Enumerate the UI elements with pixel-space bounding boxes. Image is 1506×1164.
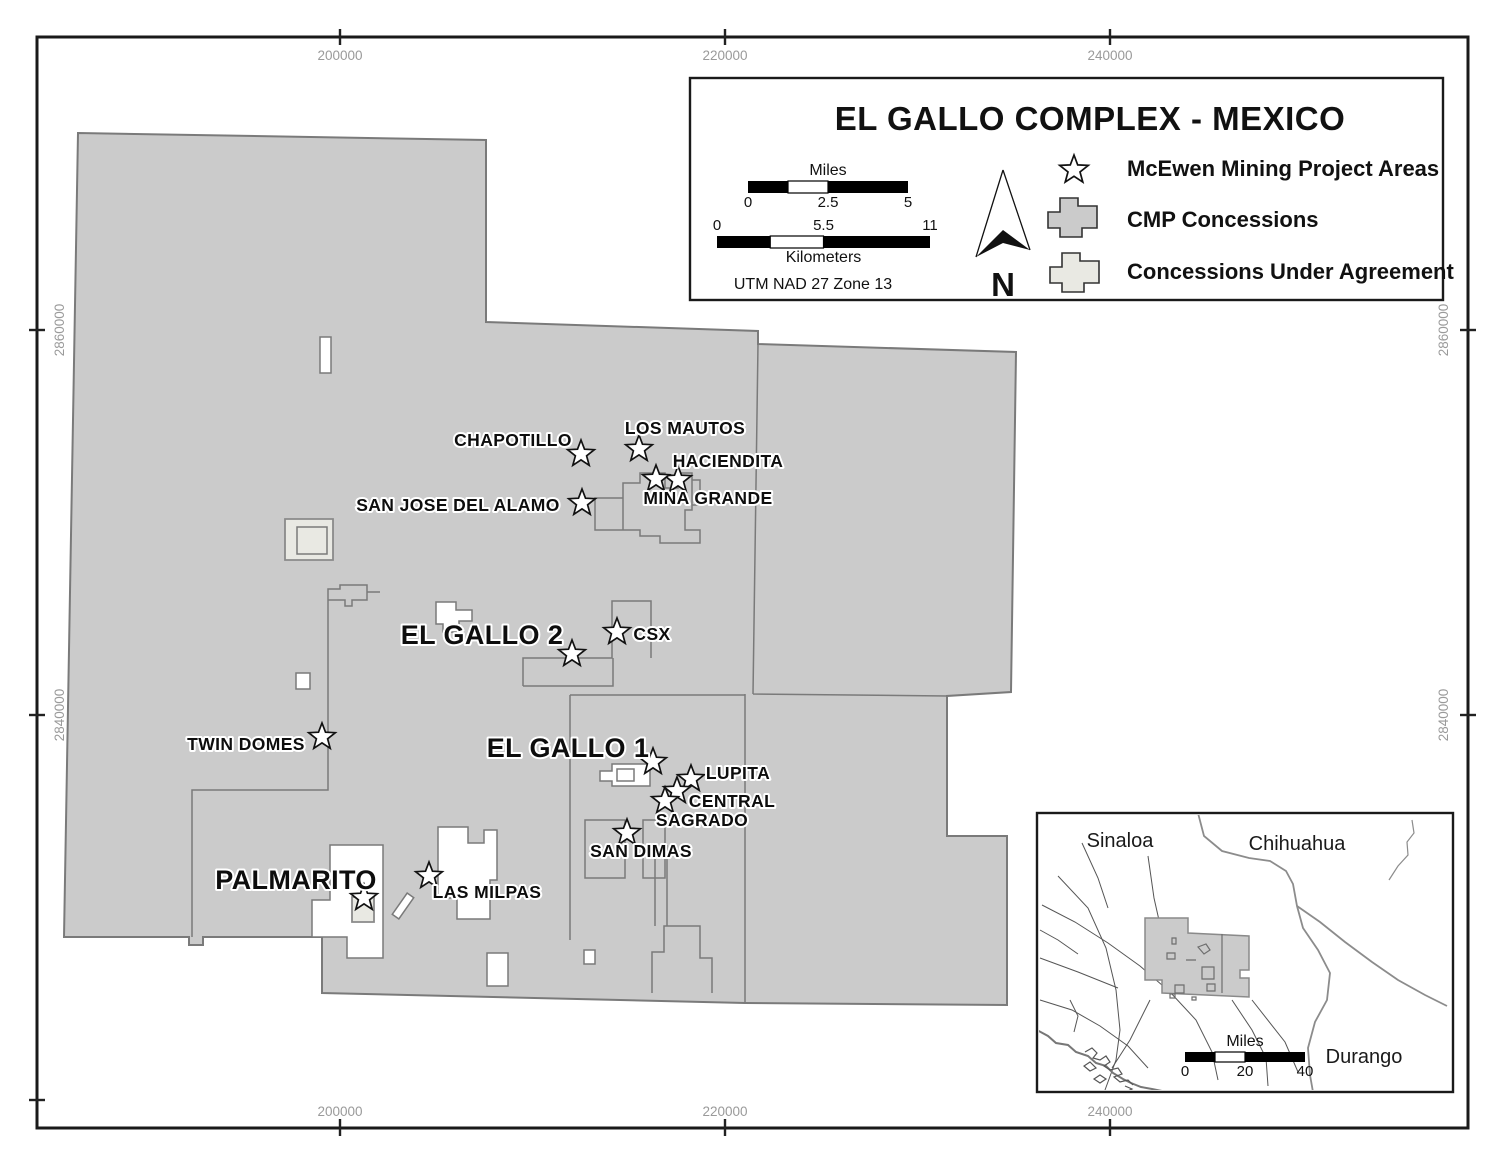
project-star-el-gallo-2: [556, 637, 588, 668]
project-star-san-jose-del-alamo: [566, 486, 598, 517]
project-label-central: CENTRAL: [689, 791, 775, 811]
river-line: [1388, 819, 1415, 881]
project-label-san-jose-del-alamo: SAN JOSE DEL ALAMO: [356, 495, 560, 515]
las-milpas-parcel: [437, 826, 498, 920]
x-axis-label: 200000: [317, 48, 362, 63]
state-boundary-line-2: [1296, 905, 1448, 1007]
project-label-csx: CSX: [633, 624, 670, 644]
x-axis-label: 220000: [702, 1104, 747, 1119]
project-label-lupita: LUPITA: [706, 763, 770, 783]
legend-item-under-agreement: Concessions Under Agreement: [1127, 259, 1454, 284]
projection-note: UTM NAD 27 Zone 13: [734, 276, 892, 293]
scalebar-title: Miles: [809, 162, 846, 179]
legend-item-cmp-concessions: CMP Concessions: [1127, 207, 1319, 232]
x-axis-label: 220000: [702, 48, 747, 63]
cmp-concession-swatch: [1047, 197, 1098, 238]
inset-concession-cluster: [1144, 917, 1250, 1001]
region-label-chihuahua: Chihuahua: [1249, 833, 1347, 855]
project-label-mina-grande: MINA GRANDE: [643, 488, 772, 508]
project-star-sagrado: [649, 784, 681, 815]
north-arrow-icon: N: [975, 169, 1031, 303]
map-title: EL GALLO COMPLEX - MEXICO: [835, 100, 1346, 137]
project-label-haciendita: HACIENDITA: [673, 451, 784, 471]
scalebar-tick-label: 20: [1237, 1063, 1254, 1080]
legend-item-project-areas: McEwen Mining Project Areas: [1127, 156, 1439, 181]
y-axis-label: 2860000: [52, 304, 67, 357]
project-star-chapotillo: [565, 437, 597, 468]
cmp-concessions-layer: [62, 131, 1018, 1007]
concessions-under-agreement-layer: [284, 518, 375, 923]
scalebar-title: Kilometers: [786, 249, 862, 266]
project-star-lupita: [675, 762, 707, 793]
project-label-los-mautos: LOS MAUTOS: [625, 418, 745, 438]
project-label-las-milpas: LAS MILPAS: [433, 882, 542, 902]
lagoon-islands: [1082, 1047, 1134, 1090]
scalebar-title: Miles: [1226, 1033, 1263, 1050]
scalebar-tick-label: 5: [904, 194, 912, 211]
project-label-chapotillo: CHAPOTILLO: [454, 430, 572, 450]
scalebar-tick-label: 0: [744, 194, 752, 211]
scalebar-tick-label: 40: [1297, 1063, 1314, 1080]
project-label-twin-domes: TWIN DOMES: [187, 734, 305, 754]
legend-box: EL GALLO COMPLEX - MEXICO 0 2.5 5 Miles 0 5.5…: [688, 76, 1454, 303]
inset-scale-bar: 0 20 40 Miles: [1181, 1033, 1314, 1080]
project-label-palmarito: PALMARITO: [215, 865, 377, 895]
scalebar-tick-label: 2.5: [818, 194, 839, 211]
project-areas-layer: CHAPOTILLO LOS MAUTOS HACIENDITA MINA GRAND…: [185, 416, 785, 912]
miles-scale-bar: 0 2.5 5 Miles: [744, 162, 912, 211]
north-label: N: [991, 266, 1015, 303]
x-axis-label: 200000: [317, 1104, 362, 1119]
road-lines: [1039, 842, 1299, 1090]
x-axis-label: 240000: [1087, 48, 1132, 63]
y-axis-label: 2840000: [1436, 689, 1451, 742]
coastline: [1039, 1029, 1163, 1090]
agreement-concession-swatch: [1049, 252, 1100, 293]
project-star-el-gallo-1: [637, 745, 669, 776]
project-star-mina-grande: [640, 462, 672, 493]
project-star-palmarito: [348, 881, 380, 912]
el-gallo1-facility-outline: [599, 763, 651, 787]
cmp-concession-main-polygon: [62, 131, 1018, 1007]
project-label-san-dimas: SAN DIMAS: [590, 841, 692, 861]
locator-inset-map: Sinaloa Chihuahua Durango 0 20 40 Miles: [1035, 811, 1455, 1094]
y-axis-label: 2840000: [52, 689, 67, 742]
project-label-el-gallo-2: EL GALLO 2: [401, 620, 564, 650]
region-label-durango: Durango: [1326, 1046, 1403, 1068]
inset-miles-scale-bar: 0 20 40 Miles: [1181, 1033, 1314, 1080]
coordinate-axes: 200000 200000 220000 220000 240000 240000 2860…: [29, 29, 1476, 1136]
project-star-san-dimas: [611, 816, 643, 847]
x-axis-label: 240000: [1087, 1104, 1132, 1119]
project-star-los-mautos: [623, 432, 655, 463]
star-icon: [1057, 152, 1091, 185]
project-label-el-gallo-1: EL GALLO 1: [487, 733, 650, 763]
project-star-csx: [601, 615, 633, 646]
scalebar-tick-label: 5.5: [813, 217, 834, 234]
project-star-las-milpas: [413, 859, 445, 890]
scalebar-tick-label: 0: [1181, 1063, 1189, 1080]
region-label-sinaloa: Sinaloa: [1087, 830, 1155, 852]
state-boundary-line: [1197, 815, 1331, 1090]
y-axis-label: 2860000: [1436, 304, 1451, 357]
project-star-twin-domes: [306, 720, 338, 751]
excluded-white-parcels: [295, 336, 651, 987]
scalebar-tick-label: 0: [713, 217, 721, 234]
palmarito-parcel: [311, 844, 384, 959]
map-frame: [35, 35, 1470, 1130]
scalebar-tick-label: 11: [922, 217, 938, 234]
project-label-sagrado: SAGRADO: [656, 810, 748, 830]
